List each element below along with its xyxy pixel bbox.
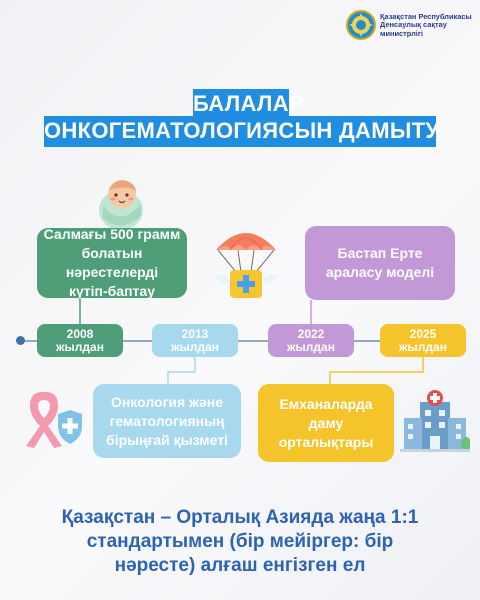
milestone-2025-card: Емханаларда даму орталықтары <box>258 384 394 462</box>
year-2022-suffix: жылдан <box>287 340 335 354</box>
ministry-line-2: Денсаулық сақтау <box>380 20 447 30</box>
footer-line-1: Қазақстан – Орталық Азияда жаңа 1:1 <box>61 507 419 528</box>
cancer-ribbon-shield-icon <box>26 392 82 448</box>
parachute-medkit-icon <box>214 233 278 298</box>
footer-line-2: стандартымен (бір мейіргер: бір <box>86 531 394 552</box>
kazakhstan-emblem-icon <box>346 10 376 40</box>
footer-line-3: нәресте) алғаш енгізген ел <box>114 555 366 576</box>
milestone-2025-text: Емханаларда даму орталықтары <box>278 395 374 450</box>
baby-icon <box>99 180 143 230</box>
ministry-name: Қазақстан Республикасы Денсаулық сақтау … <box>380 12 476 38</box>
timeline-line <box>18 340 464 342</box>
footer-statement: Қазақстан – Орталық Азияда жаңа 1:1 стан… <box>30 506 450 578</box>
year-badge-2008: 2008 жылдан <box>37 324 123 357</box>
milestone-2022-text: Бастап Ерте араласу моделі <box>325 245 435 280</box>
year-2025-suffix: жылдан <box>399 340 447 354</box>
year-2022-label: 2022 <box>297 327 325 341</box>
year-badge-2013: 2013 жылдан <box>152 324 238 357</box>
year-2025-label: 2025 <box>409 327 437 341</box>
year-2008-label: 2008 <box>66 327 94 341</box>
milestone-2013-text: Онкология және гематологияның бірыңғай қ… <box>106 393 228 448</box>
milestone-2008-card: Салмағы 500 грамм болатын нәрестелерді к… <box>37 226 187 299</box>
milestone-2008-text: Салмағы 500 грамм болатын нәрестелерді к… <box>43 226 181 299</box>
hospital-icon <box>400 390 470 452</box>
year-badge-2022: 2022 жылдан <box>268 324 354 357</box>
ministry-line-3: министрлігі <box>380 28 423 38</box>
milestone-2013-card: Онкология және гематологияның бірыңғай қ… <box>93 384 241 458</box>
timeline-start-dot <box>16 336 25 345</box>
year-2013-label: 2013 <box>181 327 209 341</box>
year-2013-suffix: жылдан <box>171 340 219 354</box>
year-badge-2025: 2025 жылдан <box>380 324 466 357</box>
ministry-line-1: Қазақстан Республикасы <box>380 12 472 21</box>
page-title-line-1: БАЛАЛАР <box>193 89 304 120</box>
page-title-line-2: ОНКОГЕМАТОЛОГИЯСЫН ДАМЫТУ <box>44 116 439 147</box>
year-2008-suffix: жылдан <box>56 340 104 354</box>
milestone-2022-card: Бастап Ерте араласу моделі <box>305 226 455 300</box>
